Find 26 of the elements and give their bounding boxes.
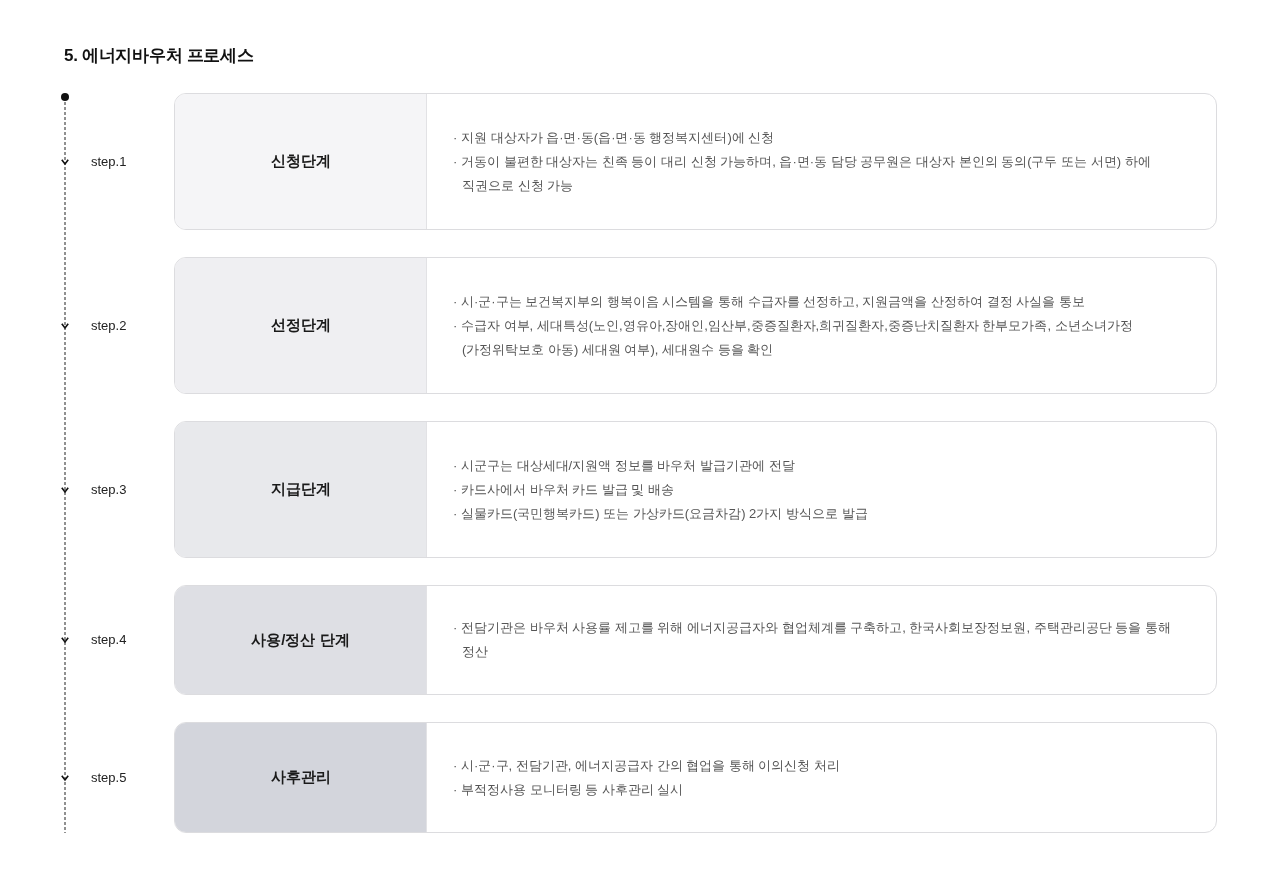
step-title: 신청단계 [175,94,427,229]
bullet-text: · 거동이 불편한 대상자는 친족 등이 대리 신청 가능하며, 읍·면·동 담당 공무원은 대상자 본인의 동의(구두 또는 서면) 하에 직권으로 신청 가능 [453,152,1152,195]
process-card [174,93,1217,230]
step-label: step.3 [91,481,127,498]
step-title: 사용/정산 단계 [175,586,427,694]
bullet-text: · 수급자 여부, 세대특성(노인,영유아,장애인,임산부,중증질환자,희귀질환자,중증난치질환자 한부모가족, 소년소녀가정(가정위탁보호 아동) 세대원 여부), 세대원수 등을 확인 [453,316,1134,359]
bullet-text: · 지원 대상자가 읍·면·동(읍·면·동 행정복지센터)에 신청 [453,128,776,147]
step-label: step.4 [91,632,127,648]
process-card [174,257,1217,394]
bullet-text: · 전담기관은 바우처 사용률 제고를 위해 에너지공급자와 협업체계를 구축하고, 한국사회보장정보원, 주택관리공단 등을 통해 정산 [453,619,1172,661]
bullet-text: · 실물카드(국민행복카드) 또는 가상카드(요금차감) 2가지 방식으로 발급 [453,504,869,523]
step-label: step.5 [91,769,127,786]
process-card [174,421,1217,558]
process-card [174,585,1217,695]
title: 5. 에너지바우처 프로세스 [64,45,254,67]
bullet-text: · 카드사에서 바우처 카드 발급 및 배송 [453,480,675,499]
bullet-text: · 시군구는 대상세대/지원액 정보를 바우처 발급기관에 전달 [453,456,796,475]
step-label: step.2 [91,317,127,334]
bullet-text: · 시·군·구, 전담기관, 에너지공급자 간의 협업을 통해 이의신청 처리 [453,756,842,775]
step-title: 지급단계 [175,422,427,557]
step-title: 사후관리 [175,723,427,832]
bullet-text: · 시·군·구는 보건복지부의 행복이음 시스템을 통해 수급자를 선정하고, 지원금액을 산정하여 결정 사실을 통보 [453,292,1086,311]
bullet-text: · 부적정사용 모니터링 등 사후관리 실시 [453,780,685,799]
step-title: 선정단계 [175,258,427,393]
process-card [174,722,1217,833]
step-label: step.1 [91,153,127,170]
